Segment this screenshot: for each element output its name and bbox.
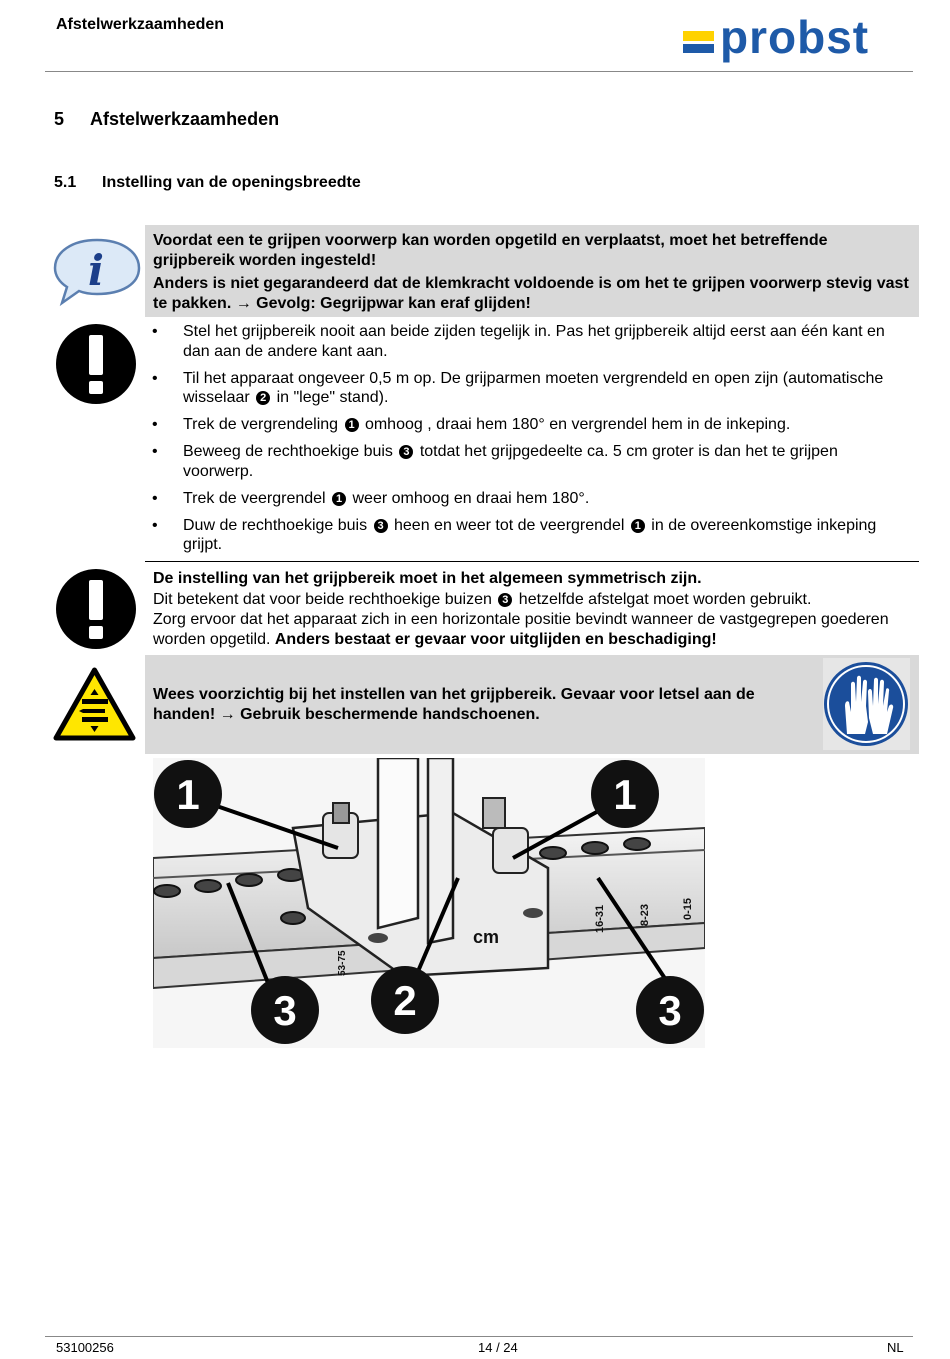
list-item: Trek de vergrendeling 1 omhoog , draai h… bbox=[150, 415, 910, 435]
step-text: weer omhoog en draai hem 180°. bbox=[348, 489, 590, 507]
steps-list: Stel het grijpbereik nooit aan beide zij… bbox=[150, 322, 910, 562]
subsection-heading: 5.1 Instelling van de openingsbreedte bbox=[54, 174, 361, 192]
note-text: hetzelfde afstelgat moet worden gebruikt… bbox=[514, 591, 812, 608]
step-text: in "lege" stand). bbox=[272, 389, 389, 406]
footer-doc-number: 53100256 bbox=[56, 1340, 114, 1355]
gloves-icon-frame bbox=[823, 658, 910, 750]
stamp-range: 0-15 bbox=[682, 898, 694, 920]
mechanism-illustration: cm 16-31 8-23 0-15 53-75 1 1 3 2 3 bbox=[153, 758, 705, 1048]
info-note-line1: Voordat een te grijpen voorwerp kan word… bbox=[153, 232, 828, 269]
list-item: Stel het grijpbereik nooit aan beide zij… bbox=[150, 322, 910, 361]
header-title: Afstelwerkzaamheden bbox=[56, 16, 225, 33]
callout-marker: 1 bbox=[344, 418, 359, 432]
adjustment-photo: cm 16-31 8-23 0-15 53-75 1 1 3 2 3 bbox=[153, 758, 705, 1048]
header-divider bbox=[45, 71, 913, 72]
svg-text:i: i bbox=[88, 246, 104, 295]
callout-marker: 3 bbox=[498, 593, 513, 607]
exclamation-icon bbox=[56, 569, 136, 649]
logo-yellow-bar bbox=[683, 31, 714, 41]
note-text: Dit betekent dat voor beide rechthoekige… bbox=[153, 591, 497, 608]
section-number: 5 bbox=[54, 109, 65, 129]
list-item: Duw de rechthoekige buis 3 heen en weer … bbox=[150, 516, 910, 555]
step-text: Trek de veergrendel bbox=[183, 489, 331, 507]
step-text: Beweeg de rechthoekige buis bbox=[183, 443, 398, 460]
subsection-number: 5.1 bbox=[54, 174, 77, 191]
note-warning-text: Anders bestaat er gevaar voor uitglijden… bbox=[274, 630, 717, 648]
step-text: Duw de rechthoekige buis bbox=[183, 516, 372, 534]
step-text: Trek de vergrendeling bbox=[183, 416, 343, 433]
step-text: totdat het grijpgedeelte ca. 5 cm groter… bbox=[183, 443, 838, 480]
stamp-range: 16-31 bbox=[594, 905, 606, 933]
section-title: Afstelwerkzaamheden bbox=[90, 109, 280, 129]
probst-logo: probst bbox=[680, 14, 908, 68]
logo-wordmark: probst bbox=[720, 11, 870, 63]
footer-language: NL bbox=[887, 1340, 904, 1355]
callout-label: 1 bbox=[176, 771, 199, 818]
subsection-title: Instelling van de openingsbreedte bbox=[102, 174, 361, 191]
callout-marker: 1 bbox=[332, 491, 347, 506]
step-text: Stel het grijpbereik nooit aan beide zij… bbox=[183, 323, 885, 360]
info-icon: i bbox=[53, 238, 141, 307]
callout-marker: 1 bbox=[630, 518, 645, 533]
callout-label: 3 bbox=[658, 987, 681, 1034]
stamp-range: 53-75 bbox=[337, 950, 348, 976]
step-text: Til het apparaat ongeveer 0,5 m op. De g… bbox=[183, 369, 884, 407]
protective-gloves-icon bbox=[824, 662, 908, 746]
footer-divider bbox=[45, 1336, 913, 1337]
note-text: Zorg ervoor dat het apparaat zich in een… bbox=[153, 611, 889, 648]
callout-label: 1 bbox=[613, 771, 636, 818]
warning-note-text: Wees voorzichtig bij het instellen van h… bbox=[153, 686, 755, 723]
symmetry-note-line3: Zorg ervoor dat het apparaat zich in een… bbox=[153, 610, 913, 649]
callout-label: 3 bbox=[273, 987, 296, 1034]
callout-marker: 3 bbox=[373, 518, 388, 533]
callout-marker: 3 bbox=[399, 445, 414, 459]
callout-marker: 2 bbox=[256, 391, 271, 405]
section-separator bbox=[145, 561, 919, 562]
footer-page-number: 14 / 24 bbox=[478, 1340, 518, 1355]
callout-label: 2 bbox=[393, 977, 416, 1024]
warning-note-box bbox=[145, 655, 919, 754]
stamp-range: 8-23 bbox=[639, 904, 651, 926]
info-note-line2: Anders is niet gegarandeerd dat de klemk… bbox=[153, 275, 909, 312]
list-item: Til het apparaat ongeveer 0,5 m op. De g… bbox=[150, 369, 910, 408]
info-note-box bbox=[145, 225, 919, 317]
list-item: Trek de veergrendel 1 weer omhoog en dra… bbox=[150, 489, 910, 509]
section-heading: 5 Afstelwerkzaamheden bbox=[54, 109, 279, 130]
step-text: omhoog , draai hem 180° en vergrendel he… bbox=[360, 416, 791, 433]
logo-blue-bar bbox=[683, 44, 714, 53]
symmetry-note-heading: De instelling van het grijpbereik moet i… bbox=[153, 570, 702, 587]
stamp-cm: cm bbox=[473, 927, 499, 947]
exclamation-icon bbox=[56, 324, 136, 404]
list-item: Beweeg de rechthoekige buis 3 totdat het… bbox=[150, 442, 910, 481]
hand-crush-warning-icon bbox=[53, 667, 136, 741]
step-text: heen en weer tot de veergrendel bbox=[389, 516, 629, 534]
step-text: in de overeenkomstige inkeping grijpt. bbox=[183, 516, 877, 554]
symmetry-note-line2: Dit betekent dat voor beide rechthoekige… bbox=[153, 590, 913, 610]
